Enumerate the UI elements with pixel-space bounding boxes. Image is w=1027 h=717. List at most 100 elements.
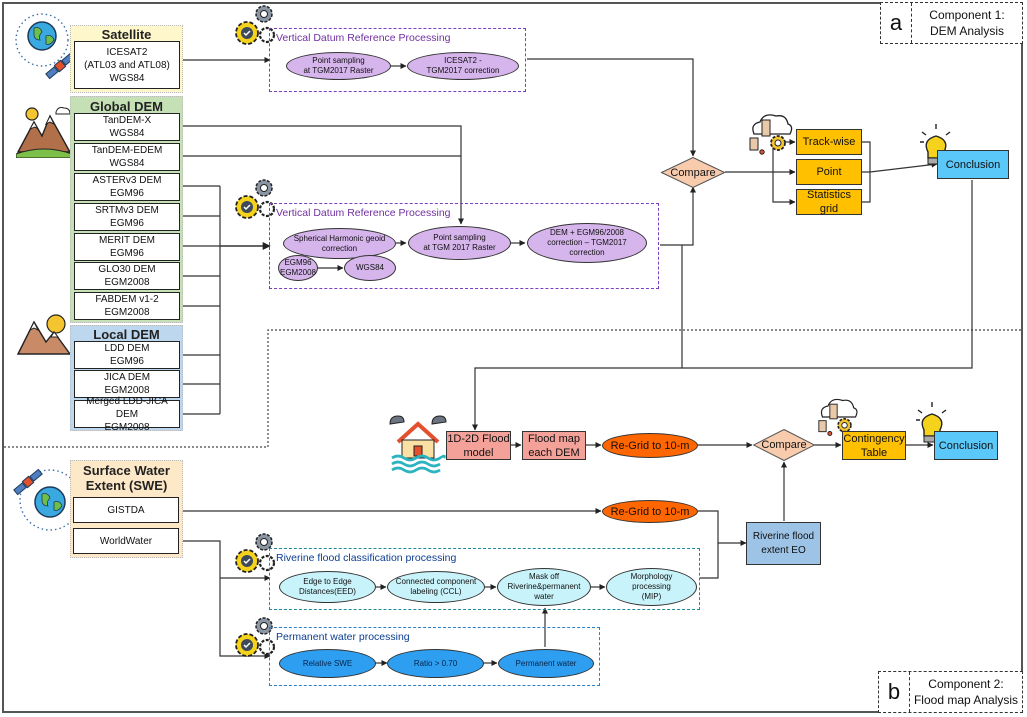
node-wgs84[interactable]: WGS84 bbox=[344, 255, 396, 281]
node-line: water bbox=[534, 592, 554, 601]
mountain-sun-icon bbox=[16, 312, 72, 361]
satellite-globe-icon bbox=[8, 462, 81, 537]
gears-icon bbox=[234, 176, 278, 227]
dem-name: Merged LDD-JICA DEM bbox=[86, 395, 168, 420]
conclusion-dem-label: Conclusion bbox=[945, 158, 1001, 171]
node-line: TGM2017 correction bbox=[426, 66, 500, 75]
component-2-line2: Flood map Analysis bbox=[913, 693, 1019, 707]
dem-datum: EGM96 bbox=[110, 356, 144, 367]
component-2-label: b Component 2: Flood map Analysis bbox=[878, 671, 1023, 713]
node-line: Contingency bbox=[843, 432, 905, 445]
source-srtmv3[interactable]: SRTMv3 DEM EGM96 bbox=[74, 203, 180, 231]
swe-source-name: GISTDA bbox=[107, 504, 145, 516]
dem-name: GLO30 DEM bbox=[98, 264, 156, 275]
satellite-title: Satellite bbox=[101, 27, 152, 42]
conclusion-dem[interactable]: Conclusion bbox=[937, 150, 1009, 179]
node-line: at TGM 2017 Raster bbox=[423, 243, 496, 252]
conclusion-flood[interactable]: Conclusion bbox=[934, 431, 998, 460]
node-ratio[interactable]: Ratio > 0.70 bbox=[387, 649, 484, 678]
node-line: (MIP) bbox=[641, 592, 662, 601]
output-point[interactable]: Point bbox=[796, 159, 862, 185]
dem-datum: EGM2008 bbox=[104, 307, 150, 318]
source-fabdem[interactable]: FABDEM v1-2 EGM2008 bbox=[74, 292, 180, 320]
swe-title-line2: Extent (SWE) bbox=[85, 478, 168, 493]
node-line: at TGM2017 Raster bbox=[303, 66, 374, 75]
component-2-letter: b bbox=[879, 672, 910, 712]
globe-satellite-icon bbox=[14, 10, 78, 91]
compare-dem-diamond[interactable]: Compare bbox=[661, 157, 725, 188]
regrid-label: Re-Grid to 10-m bbox=[610, 439, 690, 452]
source-gistda[interactable]: GISTDA bbox=[73, 497, 179, 523]
node-line: each DEM bbox=[528, 446, 580, 459]
dem-name: TanDEM-EDEM bbox=[91, 145, 163, 156]
regrid-gistda[interactable]: Re-Grid to 10-m bbox=[602, 500, 698, 523]
conclusion-flood-label: Conclusion bbox=[938, 439, 994, 452]
cloud-data-icon bbox=[817, 396, 861, 443]
source-merged-ldd-jica[interactable]: Merged LDD-JICA DEM EGM2008 bbox=[74, 396, 180, 433]
source-icesat2[interactable]: ICESAT2 (ATL03 and ATL08) WGS84 bbox=[74, 41, 180, 89]
node-line: model bbox=[463, 446, 494, 459]
swe-title-line1: Surface Water bbox=[83, 463, 170, 478]
node-relative-swe[interactable]: Relative SWE bbox=[279, 649, 376, 678]
node-line: Flood map bbox=[528, 432, 580, 445]
node-line: Point sampling bbox=[312, 56, 365, 65]
output-label: Statistics grid bbox=[806, 189, 851, 215]
global-dem-title: Global DEM bbox=[90, 99, 163, 114]
source-ldd[interactable]: LDD DEM EGM96 bbox=[74, 341, 180, 369]
node-line: Mask off bbox=[528, 572, 560, 581]
source-tandem-edem[interactable]: TanDEM-EDEM WGS84 bbox=[74, 143, 180, 171]
dem-datum: EGM2008 bbox=[104, 421, 150, 433]
gears-icon bbox=[234, 530, 278, 581]
source-glo30[interactable]: GLO30 DEM EGM2008 bbox=[74, 262, 180, 290]
riverine-classification-title: Riverine flood classification processing bbox=[276, 552, 457, 564]
vdrp-dem-panel: Vertical Datum Reference Processing bbox=[269, 203, 659, 289]
node-line: Relative SWE bbox=[302, 658, 353, 668]
vdrp-dem-title: Vertical Datum Reference Processing bbox=[276, 207, 451, 219]
node-line: Morphology bbox=[630, 572, 673, 581]
dem-name: JICA DEM bbox=[103, 372, 151, 383]
node-line: ICESAT2 - bbox=[444, 56, 482, 65]
component-2-line1: Component 2: bbox=[928, 677, 1004, 691]
node-line: Edge to Edge bbox=[303, 577, 352, 586]
source-worldwater[interactable]: WorldWater bbox=[73, 528, 179, 554]
cloud-data-icon bbox=[748, 112, 796, 161]
node-permanent-water[interactable]: Permanent water bbox=[498, 649, 594, 678]
dem-datum: EGM2008 bbox=[104, 277, 150, 288]
icesat2-datum: WGS84 bbox=[109, 72, 145, 84]
source-tandem-x[interactable]: TanDEM-X WGS84 bbox=[74, 113, 180, 141]
source-jica[interactable]: JICA DEM EGM2008 bbox=[74, 370, 180, 398]
gears-icon bbox=[234, 2, 278, 53]
node-icesat-tgm-correction[interactable]: ICESAT2 -TGM2017 correction bbox=[407, 52, 519, 80]
compare-flood-diamond[interactable]: Compare bbox=[753, 429, 815, 461]
regrid-flood-map[interactable]: Re-Grid to 10-m bbox=[602, 433, 698, 458]
permanent-water-panel: Permanent water processing bbox=[269, 627, 600, 686]
node-line: correction bbox=[321, 243, 358, 253]
output-statistics-grid[interactable]: Statistics grid bbox=[796, 189, 862, 215]
node-line: Ratio > 0.70 bbox=[413, 658, 458, 668]
node-line: Riverine&permanent bbox=[507, 582, 581, 591]
output-track-wise[interactable]: Track-wise bbox=[796, 129, 862, 155]
gears-icon bbox=[234, 614, 278, 665]
source-asterv3[interactable]: ASTERv3 DEM EGM96 bbox=[74, 173, 180, 201]
node-line: WGS84 bbox=[355, 263, 384, 272]
node-line: Table bbox=[860, 446, 888, 459]
component-1-label: a Component 1: DEM Analysis bbox=[880, 2, 1023, 44]
source-merit[interactable]: MERIT DEM EGM96 bbox=[74, 233, 180, 261]
node-line: extent EO bbox=[761, 544, 806, 556]
dem-datum: EGM2008 bbox=[104, 385, 150, 396]
vdrp-icesat-panel: Vertical Datum Reference Processing bbox=[269, 28, 526, 92]
node-line: Permanent water bbox=[515, 658, 577, 668]
